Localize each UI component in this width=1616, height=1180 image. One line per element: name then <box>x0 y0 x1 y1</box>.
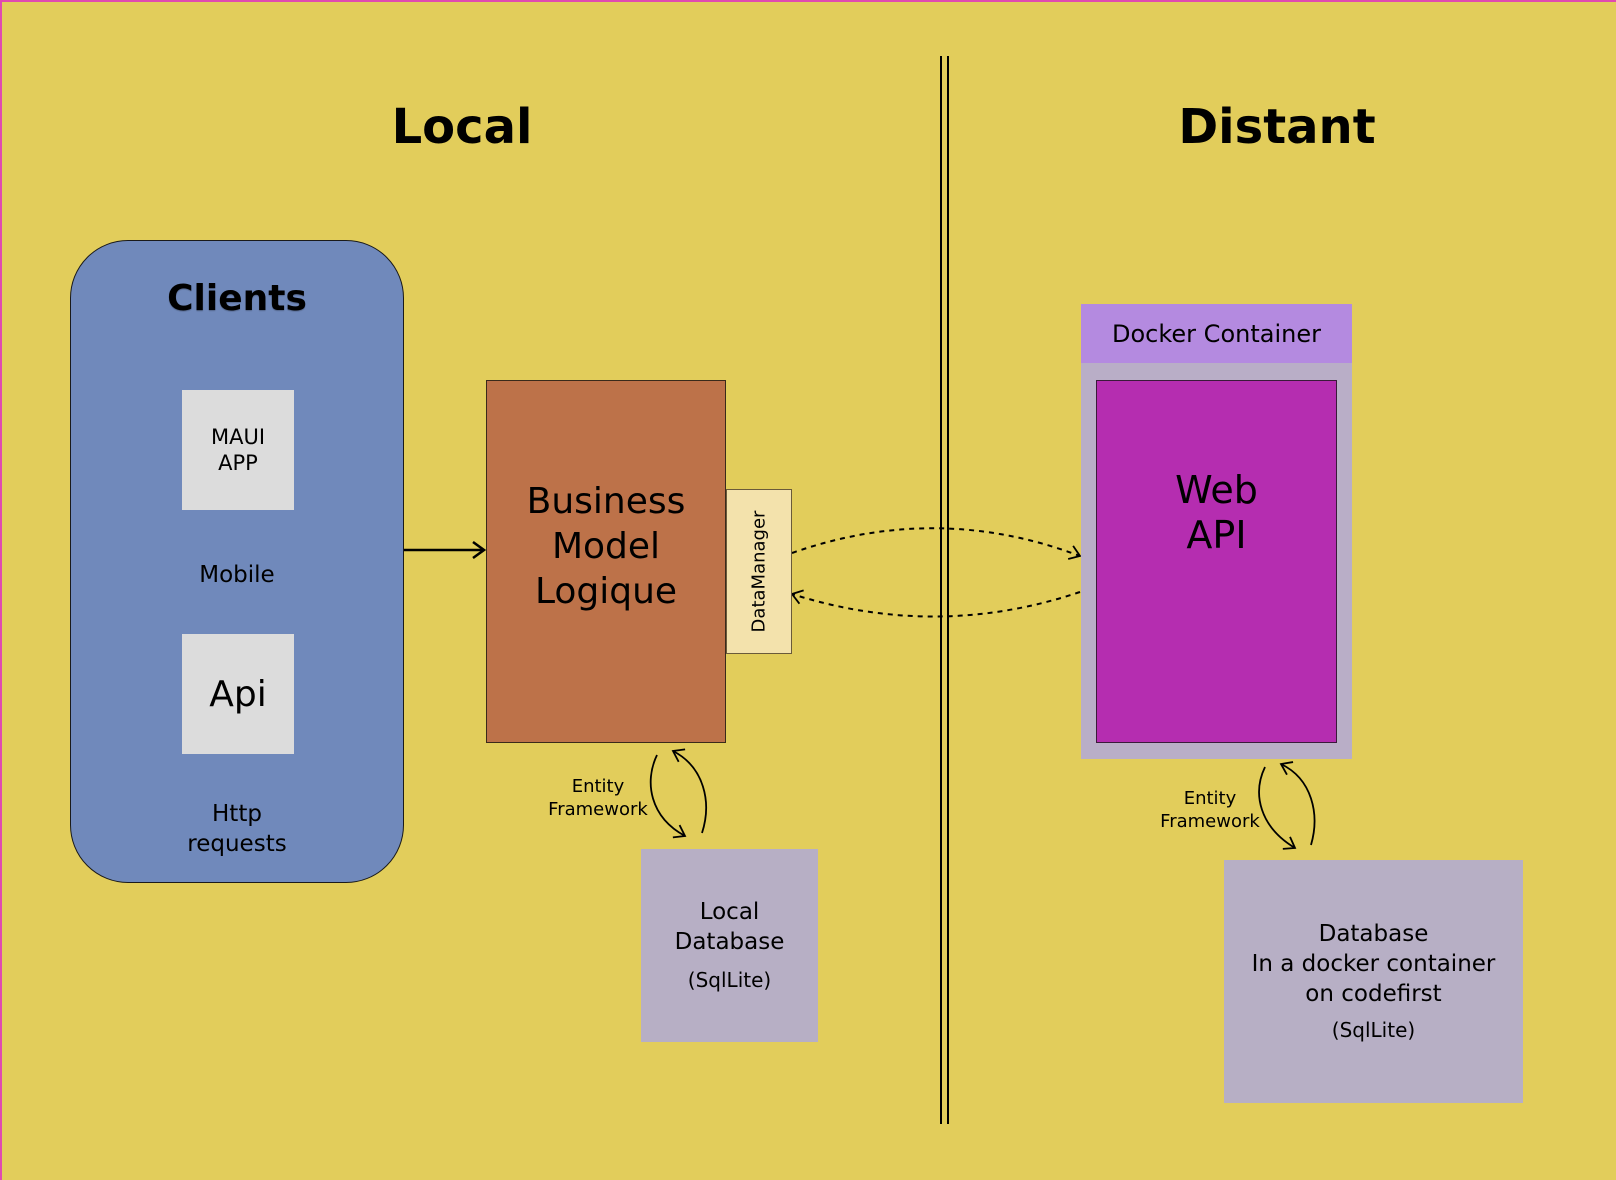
clients-title: Clients <box>167 278 307 319</box>
maui-app-card: MAUI APP <box>182 390 294 510</box>
remote-db-line1: Database <box>1318 920 1429 947</box>
web-api-line1: Web <box>1175 468 1258 512</box>
clients-container <box>70 240 404 883</box>
maui-label-line2: APP <box>218 451 258 475</box>
local-ef-line2: Framework <box>548 799 648 820</box>
api-client-card: Api <box>182 634 294 754</box>
local-entity-framework-label: Entity Framework <box>542 775 654 821</box>
local-ef-arrow-up <box>671 748 707 834</box>
remote-db-line3: on codefirst <box>1305 980 1442 1007</box>
local-db-line1: Local <box>699 898 760 925</box>
datamanager-label: DataManager <box>748 510 770 633</box>
remote-database-box: Database In a docker container on codefi… <box>1224 860 1523 1103</box>
local-db-line2: Database <box>674 928 785 955</box>
docker-container-label: Docker Container <box>1081 304 1352 363</box>
web-api-box <box>1096 380 1337 743</box>
local-database-box: Local Database (SqlLite) <box>641 849 818 1042</box>
local-db-line3: (SqlLite) <box>687 967 772 992</box>
remote-ef-arrow-up <box>1279 761 1316 846</box>
http-label-line2: requests <box>187 831 287 857</box>
remote-ef-line1: Entity <box>1183 788 1237 809</box>
mobile-label: Mobile <box>199 562 275 588</box>
web-api-label: Web API <box>1096 468 1337 558</box>
web-api-line2: API <box>1186 513 1247 557</box>
local-heading: Local <box>391 99 533 155</box>
remote-ef-line2: Framework <box>1160 811 1260 832</box>
maui-label-line1: MAUI <box>210 425 266 449</box>
datamanager-to-webapi-arrow <box>791 527 1082 560</box>
http-label-line1: Http <box>212 801 262 827</box>
remote-db-line2: In a docker container <box>1251 950 1496 977</box>
http-requests-label: Http requests <box>70 799 404 859</box>
webapi-to-datamanager-arrow <box>790 589 1081 618</box>
distant-heading: Distant <box>1178 99 1376 155</box>
business-line2: Model <box>551 526 661 567</box>
remote-ef-arrow-down <box>1258 766 1297 850</box>
local-ef-arrow-down <box>649 754 687 839</box>
datamanager-box: DataManager <box>726 489 792 654</box>
business-line3: Logique <box>534 571 678 612</box>
business-model-box: Business Model Logique <box>486 380 726 743</box>
local-ef-line1: Entity <box>571 776 625 797</box>
remote-entity-framework-label: Entity Framework <box>1154 787 1266 833</box>
remote-db-line4: (SqlLite) <box>1331 1017 1416 1042</box>
business-line1: Business <box>526 481 686 522</box>
